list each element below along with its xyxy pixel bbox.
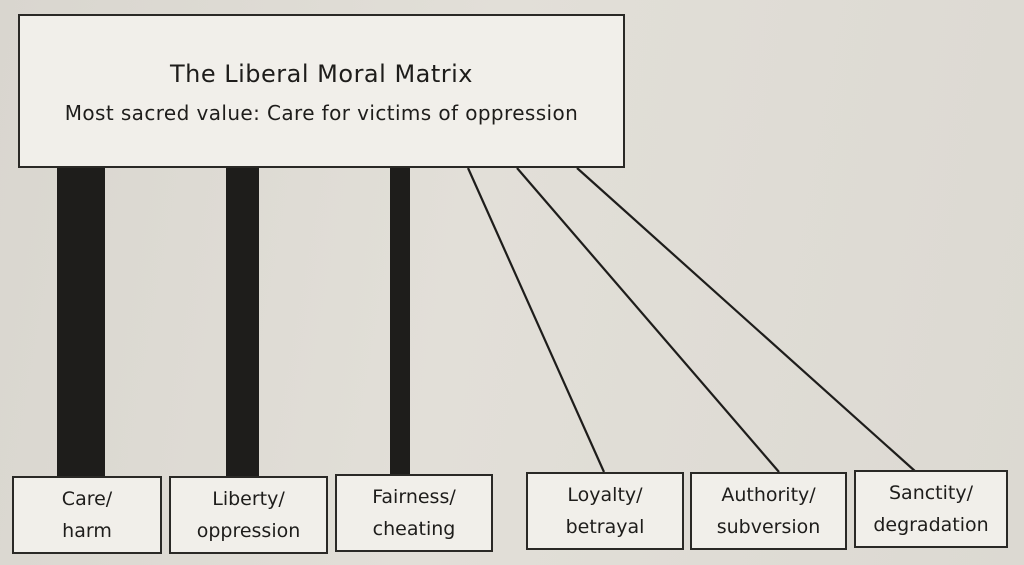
foundation-label-line2: harm: [62, 520, 112, 542]
foundation-label-line2: subversion: [716, 516, 821, 538]
connector-liberty-oppression: [226, 166, 259, 478]
connector-care-harm: [57, 166, 105, 478]
foundation-authority-subversion: Authority/ subversion: [690, 472, 847, 550]
moral-matrix-box: The Liberal Moral Matrix Most sacred val…: [18, 14, 625, 168]
connector-fairness-cheating: [390, 166, 410, 476]
foundation-label-line2: betrayal: [565, 516, 645, 538]
foundation-care-harm: Care/ harm: [12, 476, 162, 554]
foundation-liberty-oppression: Liberty/ oppression: [169, 476, 328, 554]
foundation-label-line1: Sanctity/: [888, 482, 973, 504]
foundation-loyalty-betrayal: Loyalty/ betrayal: [526, 472, 684, 550]
foundation-label-line1: Liberty/: [212, 488, 285, 510]
matrix-title: The Liberal Moral Matrix: [170, 60, 473, 88]
foundation-label-line1: Care/: [61, 488, 113, 510]
foundation-label-line1: Authority/: [721, 484, 816, 506]
foundation-label-line2: oppression: [196, 520, 301, 542]
foundation-label-line2: degradation: [873, 514, 989, 536]
connector-loyalty-betrayal: [466, 167, 606, 473]
connector-authority-subversion: [516, 167, 780, 473]
foundation-label-line2: cheating: [372, 518, 456, 540]
connector-sanctity-degradation: [576, 167, 917, 473]
foundation-sanctity-degradation: Sanctity/ degradation: [854, 470, 1008, 548]
foundation-fairness-cheating: Fairness/ cheating: [335, 474, 493, 552]
foundation-label-line1: Loyalty/: [567, 484, 643, 506]
matrix-subtitle: Most sacred value: Care for victims of o…: [64, 101, 579, 125]
foundation-label-line1: Fairness/: [372, 486, 456, 508]
